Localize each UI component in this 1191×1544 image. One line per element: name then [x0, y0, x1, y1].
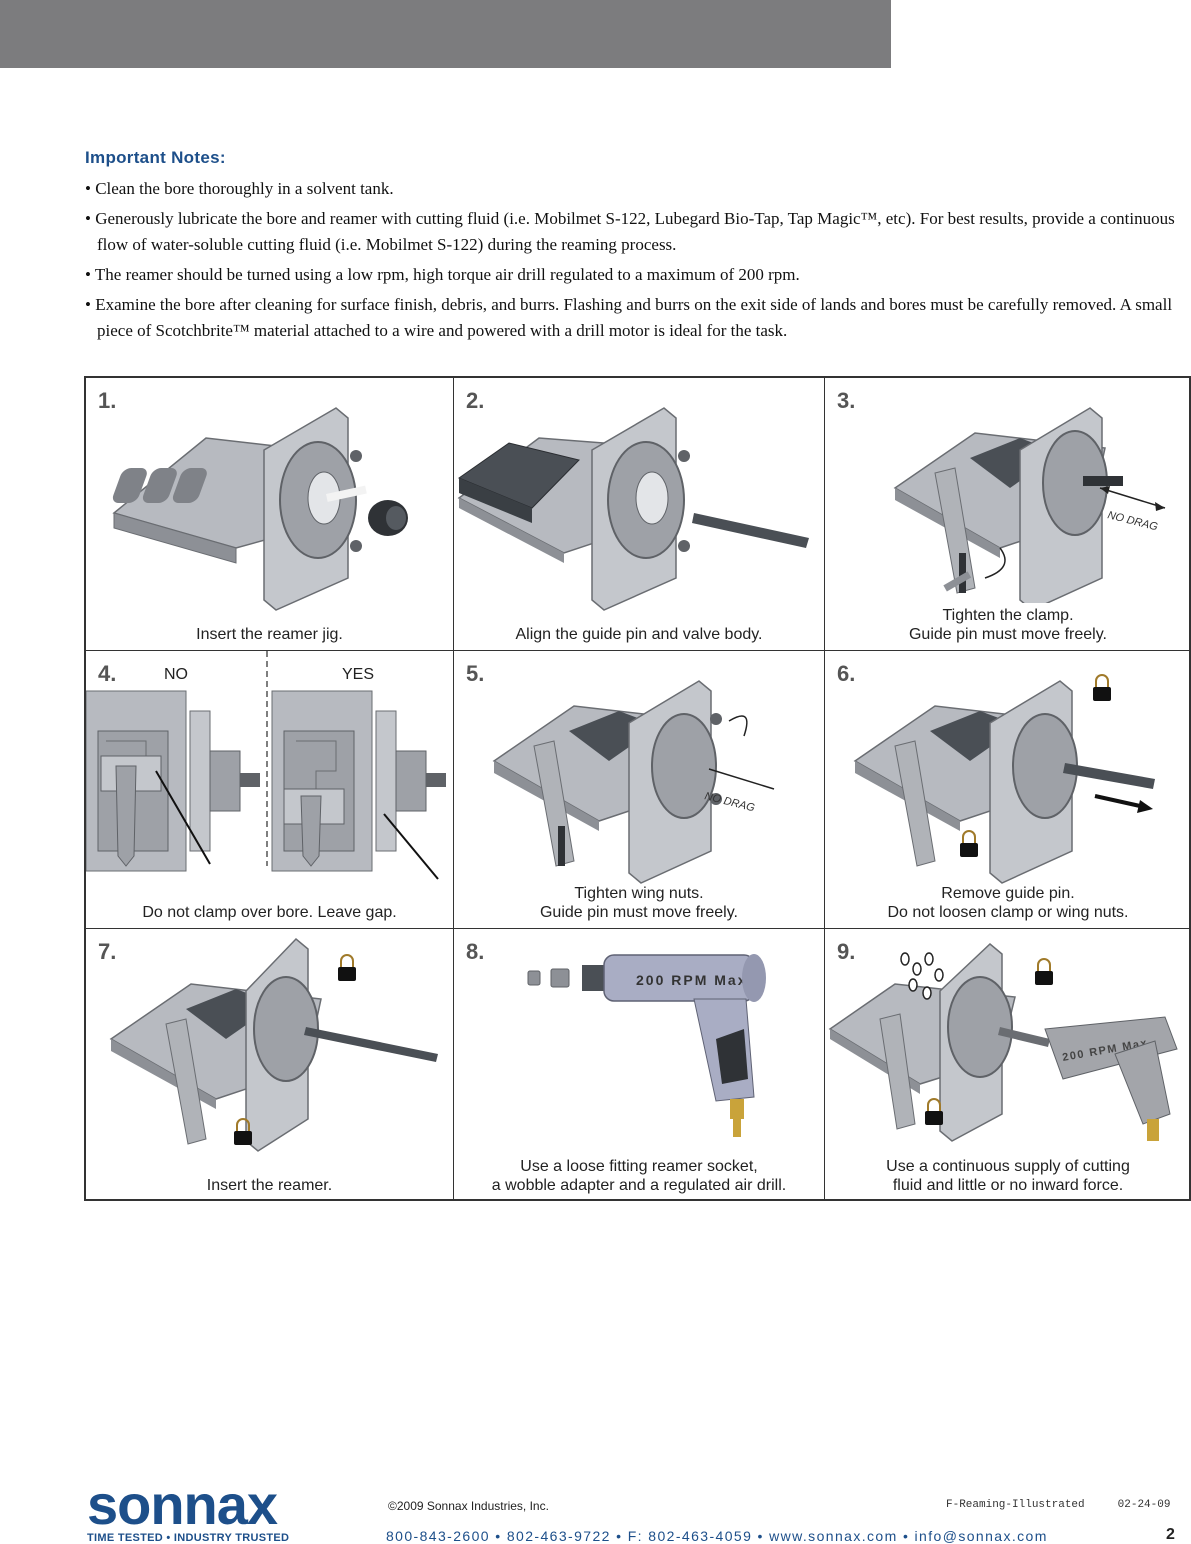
step-8-panel: 8. 200 RPM Max. Use a loose fitting ream…: [454, 929, 825, 1201]
remove-pin-illustration: [853, 674, 1155, 884]
step-number: 7.: [98, 939, 117, 964]
air-drill-illustration: 200 RPM Max.: [527, 954, 766, 1137]
step-2-panel: 2. Align the guide pin and valve body.: [454, 378, 825, 651]
step-caption: Remove guide pin.Do not loosen clamp or …: [887, 885, 1129, 921]
reamer-jig-illustration: [112, 407, 408, 611]
step-number: 6.: [837, 661, 856, 686]
copyright: ©2009 Sonnax Industries, Inc.: [388, 1499, 549, 1513]
clamp-position-illustration: [86, 651, 446, 880]
note-item: Clean the bore thoroughly in a solvent t…: [85, 176, 1191, 202]
step-3-panel: 3. NO DRAG Tighten the clamp.Guide pin m…: [825, 378, 1191, 651]
drill-speed-label: 200 RPM Max.: [636, 972, 753, 988]
step-5-panel: 5. NO DRAG Tighten wing nuts.Guide pin m…: [454, 651, 825, 929]
step-number: 5.: [466, 661, 485, 686]
notes-title: Important Notes:: [85, 148, 226, 167]
clamp-illustration: NO DRAG: [893, 407, 1166, 603]
step-number: 1.: [98, 388, 117, 413]
wing-nuts-illustration: NO DRAG: [492, 680, 775, 884]
guide-pin-illustration: [457, 407, 809, 611]
step-number: 9.: [837, 939, 856, 964]
step-caption: Insert the reamer jig.: [196, 626, 343, 643]
step-9-panel: 9. 200 RPM Max. Use a continuous supply …: [825, 929, 1191, 1201]
step-caption: Tighten the clamp.Guide pin must move fr…: [908, 607, 1107, 643]
no-drag-label: NO DRAG: [1106, 509, 1159, 533]
header-bar: [0, 0, 891, 68]
step-number: 2.: [466, 388, 485, 413]
cutting-fluid-illustration: 200 RPM Max.: [828, 942, 1178, 1142]
step-7-panel: 7. Insert the reamer.: [86, 929, 454, 1201]
page-number: 2: [1166, 1526, 1175, 1543]
step-caption: Do not clamp over bore. Leave gap.: [142, 904, 397, 921]
step-number: 8.: [466, 939, 485, 964]
step-number: 4.: [98, 661, 117, 686]
insert-reamer-illustration: [109, 937, 438, 1152]
step-caption: Use a loose fitting reamer socket,a wobb…: [491, 1158, 787, 1194]
page-footer: sonnax TIME TESTED • INDUSTRY TRUSTED ©2…: [0, 1470, 1191, 1544]
note-item: Examine the bore after cleaning for surf…: [85, 292, 1191, 344]
note-item: The reamer should be turned using a low …: [85, 262, 1191, 288]
step-1-panel: 1. Insert the reamer jig.: [86, 378, 454, 651]
step-caption: Align the guide pin and valve body.: [515, 626, 763, 643]
no-label: NO: [164, 666, 188, 683]
step-6-panel: 6. Remove guide pin.Do not loosen clamp …: [825, 651, 1191, 929]
yes-label: YES: [342, 666, 375, 683]
steps-grid: 1. Insert the reamer jig. 2.: [84, 376, 1191, 1201]
doc-id: F-Reaming-Illustrated 02-24-09: [946, 1499, 1171, 1511]
step-number: 3.: [837, 388, 856, 413]
sonnax-logo: sonnax TIME TESTED • INDUSTRY TRUSTED: [87, 1473, 290, 1544]
step-4-panel: 4. NO YES Do not clamp over bore. Leave …: [86, 651, 454, 929]
step-caption: Insert the reamer.: [206, 1177, 333, 1194]
step-caption: Tighten wing nuts.Guide pin must move fr…: [539, 885, 738, 921]
contact-info: 800-843-2600 • 802-463-9722 • F: 802-463…: [386, 1528, 1048, 1544]
note-item: Generously lubricate the bore and reamer…: [85, 206, 1191, 258]
important-notes: Important Notes: Clean the bore thorough…: [85, 148, 1191, 348]
